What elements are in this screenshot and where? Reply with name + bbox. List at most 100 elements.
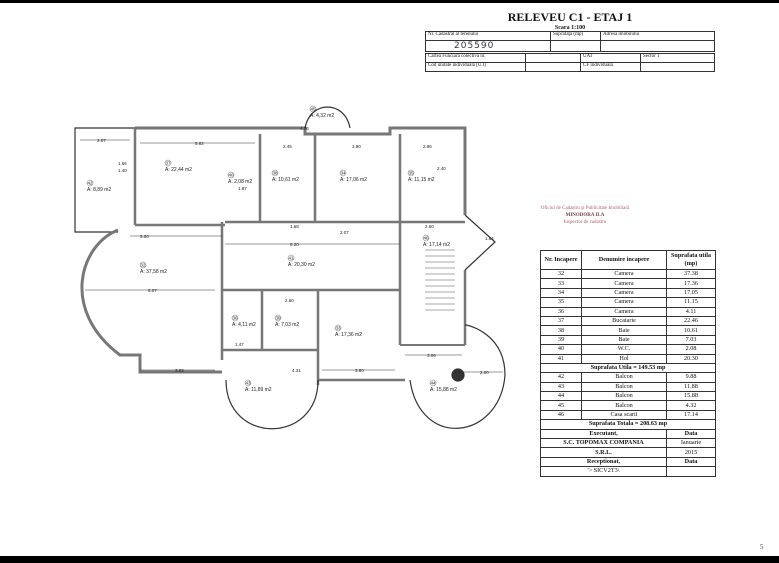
cell-suprafata: 7.03	[666, 334, 716, 346]
room-area: A: 37,58 m2	[140, 269, 167, 275]
room-marker	[334, 324, 342, 332]
cell-nr: 35	[540, 297, 582, 308]
room-marker	[86, 179, 94, 187]
cadastral-value: 205590	[454, 41, 495, 51]
cell-nr: 32	[540, 268, 582, 280]
receptionat-signature: '> SICV2T3\	[540, 466, 667, 477]
room-area: A: 2,08 m2	[228, 179, 252, 185]
balcony-42-outline	[74, 127, 135, 233]
cell-denumire: W.C.	[581, 344, 667, 355]
room-number: 38	[273, 171, 279, 176]
dimension-label: 2.07	[97, 138, 106, 143]
cell-nr: 44	[540, 391, 582, 402]
dimension-label: 1.40	[118, 168, 127, 173]
room-marker	[309, 105, 317, 113]
room-number: 34	[341, 171, 347, 176]
room-number: 35	[409, 171, 415, 176]
cell-nr: 36	[540, 306, 582, 317]
balcony-45-arc	[304, 106, 351, 129]
staircase	[425, 249, 455, 311]
cell-denumire: Bucatarie	[581, 315, 667, 327]
bay-window-32	[80, 228, 222, 374]
dimension-label: 4.31	[292, 368, 301, 373]
room-marker	[422, 234, 430, 242]
cell-denumire: Balcon	[581, 391, 667, 402]
room-area: A: 4,11 m2	[232, 322, 256, 328]
cell-denumire: Balcon	[581, 381, 667, 393]
room-area: A: 17,06 m2	[340, 177, 367, 183]
balcony-44-arc	[409, 324, 506, 429]
cell-suprafata: 9.88	[666, 372, 716, 383]
room-number: 41	[289, 256, 295, 261]
room-area: A: 11,89 m2	[245, 387, 272, 393]
dimension-label: 2.45	[283, 144, 292, 149]
cell-suprafata: 11.15	[666, 297, 716, 308]
cell-denumire: Balcon	[581, 400, 667, 411]
room-marker	[339, 169, 347, 177]
room-area: A: 15,88 m2	[430, 387, 457, 393]
room-area: A: 22,44 m2	[165, 167, 192, 173]
cell-denumire: Hol	[581, 353, 667, 364]
room-number: 42	[88, 181, 94, 186]
room-number: 36	[233, 316, 239, 321]
room-number: 32	[141, 263, 147, 268]
cell-suprafata: 17.36	[666, 278, 716, 289]
dimension-label: 2.40	[437, 166, 446, 171]
room-number: 45	[311, 107, 317, 112]
balcony-43-arc	[225, 379, 319, 430]
room-number: 39	[276, 316, 282, 321]
room-marker	[407, 169, 415, 177]
dimension-label: 1.47	[235, 342, 244, 347]
room-marker	[429, 379, 437, 387]
date-year: 2015	[666, 447, 716, 458]
stamp-role: Inspector de cadastru	[563, 220, 607, 225]
cadastral-header-table: Nr. Cadastral al terenului Suprafaţa (mp…	[425, 31, 715, 52]
data-label: Data	[666, 428, 716, 440]
room-marker	[139, 261, 147, 269]
cell-nr: 37	[540, 315, 582, 327]
room-marker	[227, 171, 235, 179]
cell-nr: 38	[540, 325, 582, 336]
stamp-office: Oficiul de Cadastru şi Publicitate Imobi…	[540, 206, 630, 211]
cell-suprafata: 20.30	[666, 353, 716, 364]
cell-nr: 46	[540, 409, 582, 421]
cell-denumire: Camera	[581, 268, 667, 280]
room-marker	[274, 314, 282, 322]
date-month: Ianuarie	[666, 438, 716, 449]
cell-suprafata: 22.46	[666, 315, 716, 327]
cell-denumire: Baie	[581, 334, 667, 346]
cell-suprafata: 4.32	[666, 400, 716, 411]
column	[451, 368, 465, 382]
stairwell-bay	[464, 214, 496, 271]
dimension-label: 6.07	[148, 288, 157, 293]
room-area: A: 10,61 m2	[272, 177, 299, 183]
cell-suprafata: 11.88	[666, 381, 716, 393]
room-marker	[287, 254, 295, 262]
cell-suprafata: 2.08	[666, 344, 716, 355]
room-number: 44	[431, 381, 437, 386]
cell-nr: 40	[540, 344, 582, 355]
cell-suprafata: 37.38	[666, 268, 716, 280]
dimension-label: 3.83	[175, 368, 184, 373]
room-marker	[271, 169, 279, 177]
cell-denumire: Camera	[581, 287, 667, 299]
cf-header-table: Cartea Funciară colectivă nr. UAT Sector…	[425, 53, 715, 72]
dimension-label: 3.80	[355, 368, 364, 373]
cell-suprafata: 17.14	[666, 409, 716, 421]
room-area: A: 17,14 m2	[423, 242, 450, 248]
dimension-label: 4.06	[300, 126, 309, 131]
cell-nr: 42	[540, 372, 582, 383]
col-suprafata: Suprafata utila (mp)	[666, 250, 716, 270]
company-suffix: S.R.L.	[540, 447, 667, 458]
room-marker	[244, 379, 252, 387]
dimension-label: 2.86	[423, 144, 432, 149]
cell-denumire: Casa scarii	[581, 409, 667, 421]
